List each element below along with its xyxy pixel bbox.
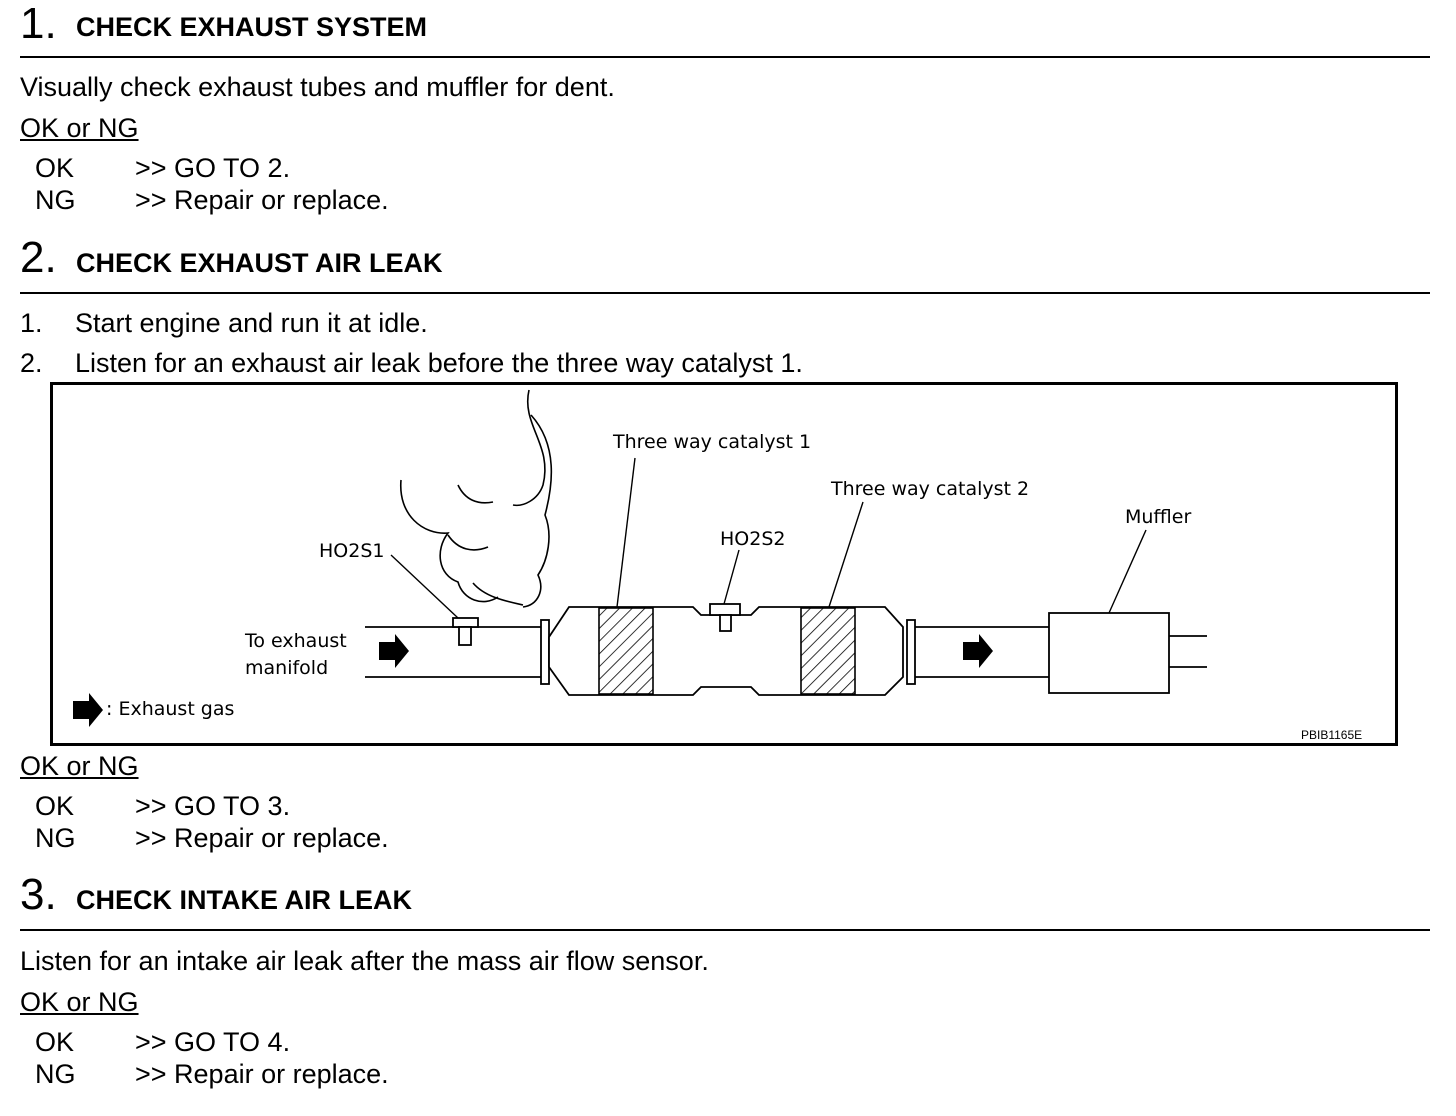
catalyst2-leader-line	[828, 501, 864, 608]
exhaust-flow-arrow-icon	[379, 634, 409, 668]
step-2-ng-status: NG	[35, 823, 76, 853]
step-1-instruction: Visually check exhaust tubes and muffler…	[20, 72, 615, 102]
ho2s2-leader-line	[723, 549, 740, 605]
step-2-result-heading: OK or NG	[20, 751, 139, 781]
ho2s1-leader-line	[390, 554, 459, 619]
step-1-ok-status: OK	[35, 153, 75, 183]
label-ho2s2: HO2S2	[720, 528, 785, 550]
ho2s2-sensor	[709, 603, 741, 632]
exhaust-diagram-svg: Three way catalyst 1 Three way catalyst …	[73, 389, 1362, 742]
step-3-ng-status: NG	[35, 1059, 76, 1089]
label-three-way-catalyst-2: Three way catalyst 2	[830, 478, 1029, 500]
label-ho2s1: HO2S1	[319, 540, 384, 562]
step-2-title: CHECK EXHAUST AIR LEAK	[76, 248, 443, 278]
step-1-divider	[20, 56, 1430, 58]
label-muffler: Muffler	[1125, 506, 1191, 528]
label-manifold: manifold	[245, 657, 328, 679]
legend-arrow-icon	[73, 693, 103, 727]
step-1-result-heading: OK or NG	[20, 113, 139, 143]
step-2-substep-2-number: 2.	[20, 348, 43, 378]
step-2-divider	[20, 292, 1430, 294]
step-3-divider	[20, 929, 1430, 931]
muffler	[1048, 612, 1170, 694]
step-3-instruction: Listen for an intake air leak after the …	[20, 946, 709, 976]
catalyst1-leader-line	[616, 457, 636, 608]
step-2-ok-action: >> GO TO 3.	[135, 791, 291, 821]
figure-code: PBIB1165E	[1301, 728, 1362, 742]
step-2-ng-action: >> Repair or replace.	[135, 823, 389, 853]
legend-exhaust-gas: : Exhaust gas	[106, 698, 234, 720]
step-1-ng-action: >> Repair or replace.	[135, 185, 389, 215]
outlet-flange	[906, 619, 916, 685]
label-three-way-catalyst-1: Three way catalyst 1	[612, 431, 811, 453]
step-3-title: CHECK INTAKE AIR LEAK	[76, 885, 412, 915]
step-2-substep-2-text: Listen for an exhaust air leak before th…	[75, 348, 803, 378]
step-3-number: 3.	[20, 870, 57, 919]
step-2-substep-1-number: 1.	[20, 308, 43, 338]
step-3-result-heading: OK or NG	[20, 987, 139, 1017]
step-3-ok-status: OK	[35, 1027, 75, 1057]
smoke-icon	[400, 389, 553, 608]
step-1-title: CHECK EXHAUST SYSTEM	[76, 12, 428, 42]
step-2-ok-status: OK	[35, 791, 75, 821]
step-2-number: 2.	[20, 233, 57, 282]
exhaust-system-diagram: Three way catalyst 1 Three way catalyst …	[50, 382, 1398, 746]
step-1-number: 1.	[20, 0, 57, 48]
inlet-flange	[540, 619, 550, 685]
muffler-leader-line	[1108, 529, 1147, 614]
label-to-exhaust: To exhaust	[244, 630, 347, 652]
step-1-ng-status: NG	[35, 185, 76, 215]
three-way-catalyst-2-brick	[800, 607, 856, 695]
middle-pipe	[915, 626, 1049, 678]
three-way-catalyst-1-brick	[598, 607, 654, 695]
step-3-ok-action: >> GO TO 4.	[135, 1027, 291, 1057]
step-2-substep-1-text: Start engine and run it at idle.	[75, 308, 428, 338]
exhaust-flow-arrow-icon	[963, 634, 993, 668]
tail-pipe	[1169, 635, 1207, 668]
step-1-ok-action: >> GO TO 2.	[135, 153, 291, 183]
step-3-ng-action: >> Repair or replace.	[135, 1059, 389, 1089]
ho2s1-sensor	[452, 617, 479, 646]
